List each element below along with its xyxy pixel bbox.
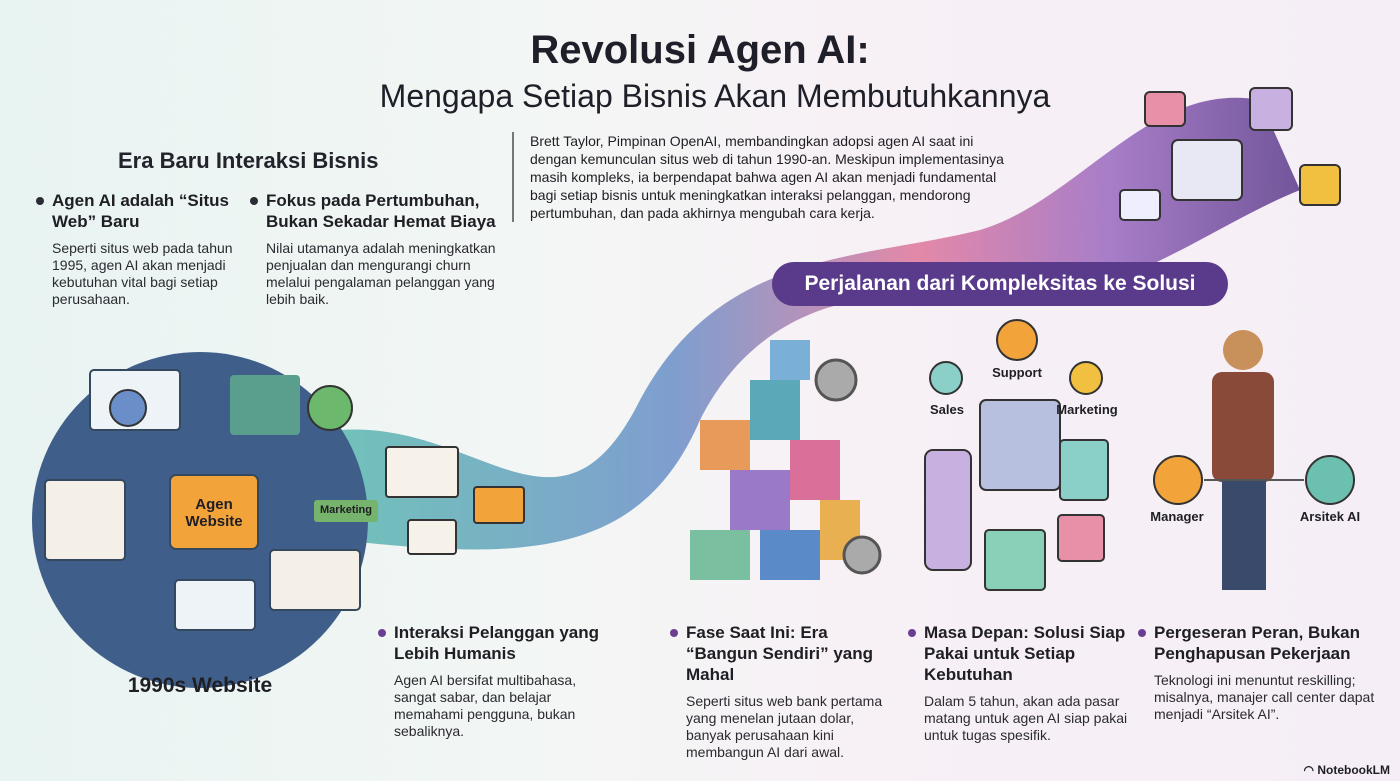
dept-support: Support	[992, 365, 1042, 380]
point-text: Seperti situs web bank pertama yang mene…	[686, 693, 883, 760]
point-title: Interaksi Pelanggan yang Lebih Humanis	[378, 622, 618, 664]
role-from: Manager	[1150, 509, 1204, 524]
app-icons-illustration	[1119, 87, 1341, 221]
point-block: Interaksi Pelanggan yang Lebih Humanis A…	[378, 622, 618, 740]
point-block: Agen AI adalah “Situs Web” Baru Seperti …	[36, 190, 242, 308]
globe-caption: 1990s Website	[127, 674, 273, 697]
point-title: Agen AI adalah “Situs Web” Baru	[36, 190, 242, 232]
brand-name: NotebookLM	[1317, 763, 1390, 777]
page-subtitle: Mengapa Setiap Bisnis Akan Membutuhkanny…	[379, 78, 1051, 114]
point-text: Teknologi ini menuntut reskilling; misal…	[1154, 672, 1375, 722]
point-title: Pergeseran Peran, Bukan Penghapusan Peke…	[1138, 622, 1388, 664]
point-block: Pergeseran Peran, Bukan Penghapusan Peke…	[1138, 622, 1388, 723]
journey-ribbon	[340, 97, 1300, 550]
modular-solution-illustration	[924, 319, 1109, 591]
point-text: Nilai utamanya adalah meningkatkan penju…	[266, 240, 496, 307]
dept-marketing: Marketing	[1056, 402, 1118, 417]
point-title: Fase Saat Ini: Era “Bangun Sendiri” yang…	[670, 622, 902, 685]
journey-label: Perjalanan dari Kompleksitas ke Solusi	[772, 262, 1228, 306]
role-to: Arsitek AI	[1299, 509, 1361, 524]
point-block: Masa Depan: Solusi Siap Pakai untuk Seti…	[908, 622, 1130, 744]
point-block: Fase Saat Ini: Era “Bangun Sendiri” yang…	[670, 622, 902, 761]
building-blocks-illustration	[690, 340, 882, 580]
dept-sales: Sales	[930, 402, 964, 417]
point-text: Dalam 5 tahun, akan ada pasar matang unt…	[924, 693, 1128, 743]
notebooklm-logo-icon: ◠	[1303, 763, 1318, 777]
point-text: Agen AI bersifat multibahasa, sangat sab…	[394, 672, 577, 739]
person-illustration	[1153, 330, 1355, 590]
point-title: Masa Depan: Solusi Siap Pakai untuk Seti…	[908, 622, 1130, 685]
point-block: Fokus pada Pertumbuhan, Bukan Sekadar He…	[250, 190, 506, 308]
marketing-tag: Marketing	[320, 504, 372, 516]
point-title: Fokus pada Pertumbuhan, Bukan Sekadar He…	[250, 190, 506, 232]
brand-footer: ◠ NotebookLM	[1304, 763, 1390, 777]
page-title: Revolusi Agen AI:	[530, 28, 870, 72]
section-heading: Era Baru Interaksi Bisnis	[118, 148, 379, 173]
intro-quote: Brett Taylor, Pimpinan OpenAI, membandin…	[512, 132, 1022, 222]
point-text: Seperti situs web pada tahun 1995, agen …	[52, 240, 233, 307]
globe-center-label: Agen Website	[185, 496, 243, 530]
